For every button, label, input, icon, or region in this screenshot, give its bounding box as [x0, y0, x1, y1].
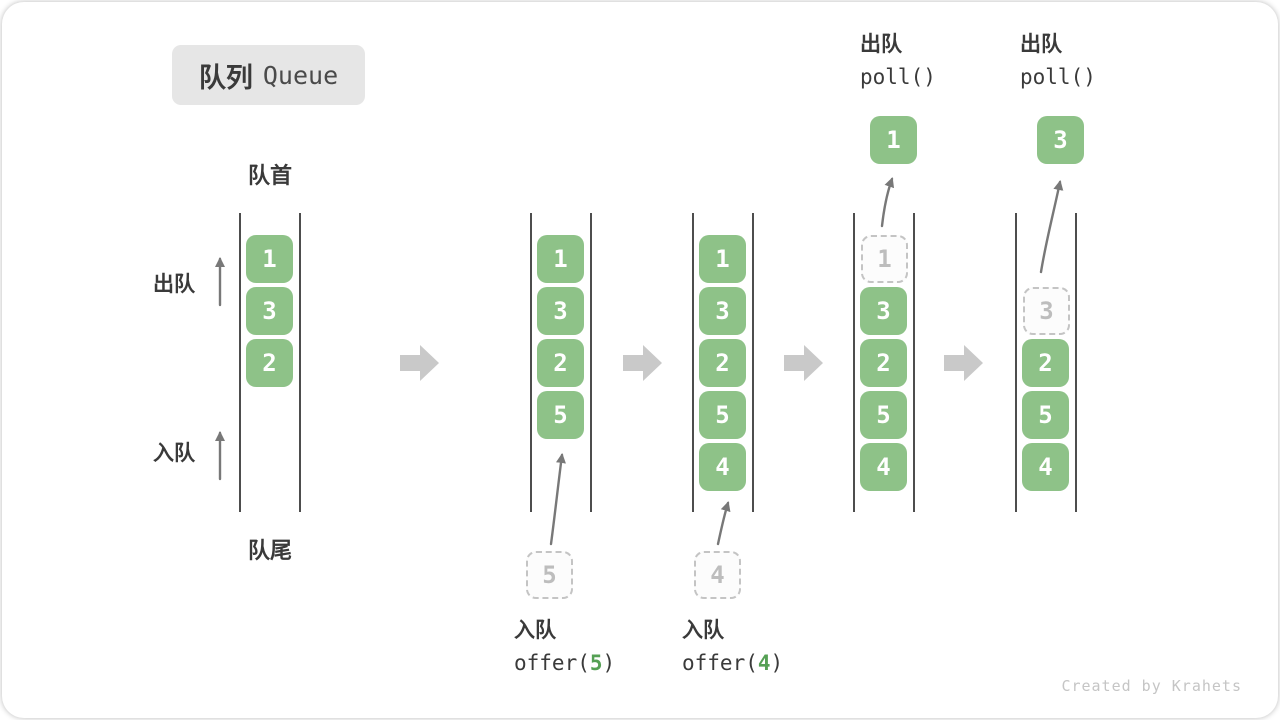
queue-rail-left	[692, 213, 694, 512]
queue-cell-1: 1	[537, 235, 584, 283]
title-en: Queue	[262, 60, 339, 90]
queue-cell-3: 3	[246, 287, 293, 335]
queue-cell-5: 5	[537, 391, 584, 439]
queue-rail-right	[1075, 213, 1077, 512]
transition-arrow-3-icon	[784, 345, 823, 381]
op-poll1-code: poll()	[860, 65, 936, 89]
dequeue-side-label: 出队	[153, 272, 195, 296]
queue-cell-2: 2	[699, 339, 746, 387]
queue-front-label: 队首	[247, 164, 292, 189]
queue-cell-2: 2	[860, 339, 907, 387]
transition-arrow-2-icon	[623, 345, 662, 381]
op-offer4-title: 入队	[682, 618, 724, 642]
queue-cell-3: 3	[860, 287, 907, 335]
op-offer5-code: offer(5)	[514, 651, 616, 675]
queue-cell-5: 5	[699, 391, 746, 439]
queue-cell-5: 5	[1022, 391, 1069, 439]
queue-cell-2: 2	[537, 339, 584, 387]
queue-cell-2: 2	[1022, 339, 1069, 387]
queue-rail-left	[853, 213, 855, 512]
staged-cell-4: 4	[694, 551, 741, 599]
popped-cell-3: 3	[1037, 116, 1084, 164]
op-offer5-title: 入队	[514, 618, 556, 642]
queue-rail-left	[530, 213, 532, 512]
queue-cell-4: 4	[1022, 443, 1069, 491]
transition-arrow-1-icon	[400, 345, 439, 381]
queue-cell-1: 1	[699, 235, 746, 283]
watermark: Created by Krahets	[1061, 677, 1242, 695]
queue-rail-left	[1015, 213, 1017, 512]
ghost-cell-1: 1	[861, 235, 908, 283]
queue-cell-5: 5	[860, 391, 907, 439]
title-zh: 队列	[198, 62, 253, 94]
op-label-offer5: 入队 offer(5)	[514, 614, 615, 680]
op-offer4-arg: 4	[757, 651, 771, 675]
queue-cell-3: 3	[537, 287, 584, 335]
queue-rail-right	[299, 213, 301, 512]
queue-rail-right	[590, 213, 592, 512]
queue-cell-1: 1	[246, 235, 293, 283]
op-label-offer4: 入队 offer(4)	[682, 614, 783, 680]
ghost-cell-3: 3	[1023, 287, 1070, 335]
queue-rail-right	[913, 213, 915, 512]
queue-rail-right	[752, 213, 754, 512]
op-poll1-title: 出队	[860, 32, 902, 56]
staged-cell-5: 5	[526, 551, 573, 599]
op-poll2-title: 出队	[1020, 32, 1062, 56]
queue-cell-4: 4	[699, 443, 746, 491]
enqueue-side-label: 入队	[153, 441, 195, 465]
queue-rear-label: 队尾	[247, 539, 292, 564]
transition-arrow-4-icon	[944, 345, 983, 381]
title-box: 队列 Queue	[172, 45, 365, 105]
queue-cell-3: 3	[699, 287, 746, 335]
queue-rail-left	[239, 213, 241, 512]
op-offer4-code: offer(4)	[682, 651, 784, 675]
op-poll2-code: poll()	[1020, 65, 1096, 89]
op-label-poll-1: 出队 poll()	[860, 28, 936, 94]
queue-cell-4: 4	[860, 443, 907, 491]
queue-cell-2: 2	[246, 339, 293, 387]
op-label-poll-2: 出队 poll()	[1020, 28, 1096, 94]
popped-cell-1: 1	[870, 116, 917, 164]
op-offer5-arg: 5	[589, 651, 603, 675]
